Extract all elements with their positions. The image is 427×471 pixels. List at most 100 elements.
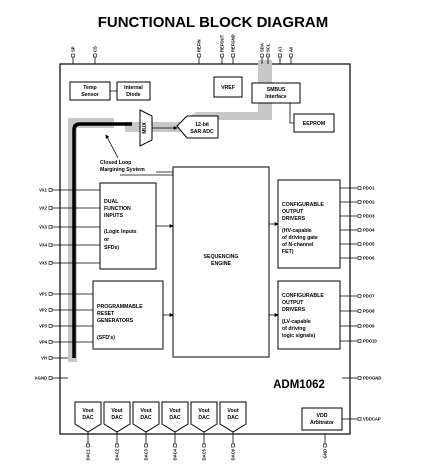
- adc-label-2: SAR ADC: [190, 129, 214, 135]
- dac-label-dac-5: DAC: [198, 415, 209, 421]
- vdd-label-2: Arbitrator: [310, 420, 334, 426]
- mux-block: [139, 109, 153, 147]
- drv-a-3: DRIVERS: [282, 216, 306, 222]
- bottom-pin-label-gnd: GND: [323, 449, 328, 458]
- bottom-pin-dac3: [144, 443, 148, 448]
- reset-label-1: PROGRAMMABLE: [97, 304, 143, 310]
- drv-b-6: logic signals): [282, 333, 315, 339]
- dac-label-dac-1: DAC: [82, 415, 93, 421]
- top-pin-label-refin: REFIN: [197, 39, 202, 52]
- dual-label-1: DUAL: [104, 199, 119, 205]
- bottom-pin-label-dac1: DAC1: [86, 448, 91, 460]
- right-pin-vddcap: [357, 417, 362, 421]
- left-pin-vx2: [48, 206, 53, 210]
- right-pin-label-pdo9: PDO9: [363, 324, 375, 329]
- right-pin-pdo7: [357, 294, 362, 298]
- top-pin-label-a0: A0: [289, 46, 294, 52]
- bottom-pin-label-dac3: DAC3: [144, 448, 149, 460]
- part-number-label: ADM1062: [273, 379, 325, 391]
- top-pin-label-scl: SCL: [266, 43, 271, 52]
- dual-label-2: FUNCTION: [104, 206, 131, 212]
- left-pin-vx1: [48, 188, 53, 192]
- right-pin-pdognd: [357, 376, 362, 380]
- bottom-pin-dac4: [173, 443, 177, 448]
- right-pin-pdo2: [357, 200, 362, 204]
- drv-a-6: of N-channel: [282, 242, 314, 248]
- right-pin-label-pdo10: PDO10: [363, 339, 377, 344]
- drv-b-2: OUTPUT: [282, 300, 304, 306]
- dual-label-4: (Logic Inputs: [104, 229, 137, 235]
- reset-label-2: RESET: [97, 311, 115, 317]
- top-pin-scl: [266, 53, 270, 58]
- dual-label-5: or: [104, 237, 109, 243]
- right-pin-pdo4: [357, 228, 362, 232]
- output-drivers-hv-block: [277, 179, 341, 269]
- drv-a-7: FET): [282, 249, 294, 255]
- top-pin-label-sda: SDA: [260, 43, 265, 52]
- top-pin-label-a1: A1: [278, 46, 283, 52]
- vdd-arbitrator-block: [301, 407, 343, 431]
- internal-diode-label-2: Diode: [126, 92, 141, 98]
- smbus-label-1: SMBUS: [267, 87, 286, 93]
- mux-label: MUX: [142, 122, 148, 134]
- right-pin-pdo6: [357, 256, 362, 260]
- drv-b-5: of driving: [282, 326, 306, 332]
- dac-label-vout-5: Vout: [198, 408, 209, 414]
- left-pin-vx3: [48, 225, 53, 229]
- right-pin-pdo3: [357, 214, 362, 218]
- left-pin-vp3: [48, 324, 53, 328]
- vref-label: VREF: [221, 85, 235, 91]
- left-pin-label-vp1: VP1: [39, 292, 48, 297]
- top-pin-label-refgnd: REFGND: [231, 34, 236, 52]
- dac-block-3: [132, 401, 160, 433]
- right-pin-label-pdo4: PDO4: [363, 228, 375, 233]
- top-pin-label-cs: CS: [93, 46, 98, 52]
- dac-block-2: [103, 401, 131, 433]
- reset-label-4: (SFD's): [97, 335, 115, 341]
- right-pin-pdo8: [357, 309, 362, 313]
- vref-block: [213, 76, 243, 98]
- dual-function-inputs-block: [99, 182, 157, 270]
- dac-block-5: [190, 401, 218, 433]
- vdd-label-1: VDD: [317, 413, 328, 419]
- top-pin-label-refout: REFOUT: [220, 34, 225, 52]
- sequencing-engine-block: [172, 166, 270, 358]
- left-pin-vh: [48, 356, 53, 360]
- bottom-pin-gnd: [323, 443, 327, 448]
- dac-label-dac-4: DAC: [169, 415, 180, 421]
- left-pin-label-vx2: VX2: [39, 206, 48, 211]
- top-pin-sda: [260, 53, 264, 58]
- internal-diode-label-1: Internal: [124, 85, 143, 91]
- top-pin-refout: [220, 53, 224, 58]
- dac-label-vout-1: Vout: [82, 408, 93, 414]
- right-pin-label-pdo5: PDO5: [363, 242, 375, 247]
- right-pin-label-vddcap: VDDCAP: [363, 417, 381, 422]
- dac-label-vout-3: Vout: [140, 408, 151, 414]
- eeprom-label: EEPROM: [303, 121, 325, 127]
- left-pin-label-vx5: VX5: [39, 261, 48, 266]
- right-pin-pdo1: [357, 186, 362, 190]
- dac-label-vout-6: Vout: [227, 408, 238, 414]
- right-pin-label-pdognd: PDOGND: [363, 376, 381, 381]
- top-pin-label-sp: SP: [71, 46, 76, 52]
- closed-loop-label-1: Closed Loop: [100, 160, 131, 166]
- right-pin-label-pdo3: PDO3: [363, 214, 375, 219]
- top-pin-refgnd: [231, 53, 235, 58]
- bottom-pin-dac2: [115, 443, 119, 448]
- bottom-pin-label-dac6: DAC6: [231, 448, 236, 460]
- drv-a-2: OUTPUT: [282, 209, 304, 215]
- dac-label-dac-6: DAC: [227, 415, 238, 421]
- right-pin-label-pdo1: PDO1: [363, 186, 375, 191]
- top-pin-cs: [93, 53, 97, 58]
- dac-block-1: [74, 401, 102, 433]
- top-pin-refin: [197, 53, 201, 58]
- dac-label-vout-4: Vout: [169, 408, 180, 414]
- right-pin-label-pdo2: PDO2: [363, 200, 375, 205]
- top-pin-a0: [289, 53, 293, 58]
- adc-label-1: 12-bit: [195, 122, 209, 128]
- dual-label-6: SFDs): [104, 245, 119, 251]
- dac-block-4: [161, 401, 189, 433]
- top-pin-a1: [278, 53, 282, 58]
- left-pin-vp2: [48, 308, 53, 312]
